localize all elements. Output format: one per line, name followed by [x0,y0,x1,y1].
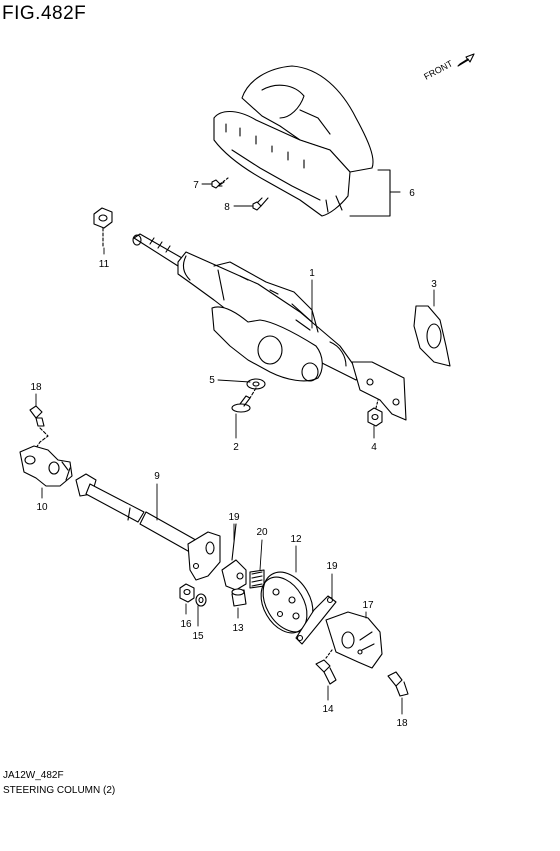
joint-17-part [325,611,383,669]
figure-title: FIG.482F [2,3,87,24]
washer-15-icon [195,593,207,607]
figure-caption: STEERING COLUMN (2) [3,785,116,796]
callout-2: 2 [233,442,239,453]
callout-1: 1 [309,268,315,279]
bolt-18-bottom-icon [387,671,409,697]
callout-19-right: 19 [326,561,338,572]
leader-lines [35,183,435,715]
callout-17: 17 [362,600,374,611]
disc-12-part [260,571,314,634]
bolt-18-top-icon [29,405,49,449]
callout-6: 6 [409,188,415,199]
callout-9: 9 [154,471,160,482]
callout-bracket-6 [349,169,401,217]
callout-18-top: 18 [30,382,42,393]
callout-labels: 1 2 3 4 5 6 7 8 9 10 11 12 13 14 15 16 1… [30,180,437,729]
bolt-2-icon [231,387,257,413]
callout-11: 11 [99,259,110,270]
screw-7-icon [211,177,229,189]
screw-8-icon [252,197,269,211]
intermediate-shaft-9-part [75,473,221,581]
callout-16: 16 [180,619,192,630]
nut-16-icon [179,583,195,603]
universal-joint-10-part [19,445,73,487]
callout-4: 4 [371,442,377,453]
steering-column-part [132,233,407,421]
bushing-13-icon [231,588,247,607]
nut-11-icon [93,207,113,247]
plate-19-right-part [295,595,337,645]
front-arrow-icon: FRONT [422,53,475,82]
callout-10: 10 [36,502,48,513]
callout-8: 8 [224,202,230,213]
callout-20: 20 [256,527,268,538]
callout-7: 7 [193,180,199,191]
callout-13: 13 [232,623,244,634]
nut-4-icon [367,399,383,427]
callout-3: 3 [431,279,437,290]
plate-19-left-part [221,523,247,591]
plate-3-part [413,305,451,367]
figure-code: JA12W_482F [3,770,64,781]
callout-15: 15 [192,631,204,642]
spring-20-icon [249,569,265,589]
callout-12: 12 [290,534,302,545]
callout-5: 5 [209,375,215,386]
callout-18-bottom: 18 [396,718,408,729]
callout-14: 14 [322,704,334,715]
front-label: FRONT [422,58,455,82]
column-cover-part [213,65,374,217]
callout-19-left: 19 [228,512,240,523]
bolt-14-icon [315,649,337,685]
